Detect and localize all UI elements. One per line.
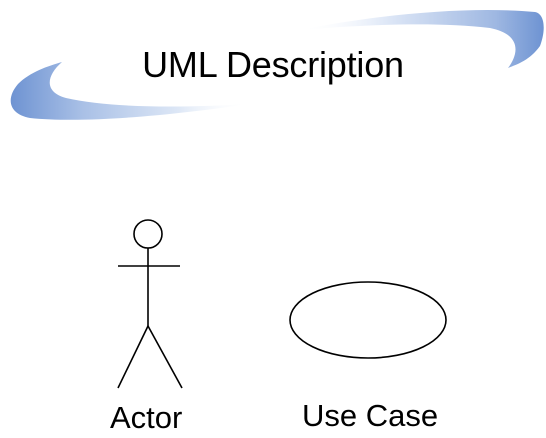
use-case-label: Use Case: [302, 398, 439, 433]
actor-left-leg: [117, 325, 149, 389]
title-swoosh-decoration: [10, 10, 544, 120]
page-title: UML Description: [142, 44, 404, 85]
actor-right-leg: [147, 325, 183, 389]
actor-head: [133, 219, 163, 249]
swoosh-left: [10, 62, 250, 120]
actor-label: Actor: [110, 400, 183, 435]
stick-figure-icon: [117, 219, 183, 389]
swoosh-right: [300, 10, 544, 68]
ellipse-icon: [289, 281, 447, 359]
use-case-ellipse: [289, 281, 447, 359]
